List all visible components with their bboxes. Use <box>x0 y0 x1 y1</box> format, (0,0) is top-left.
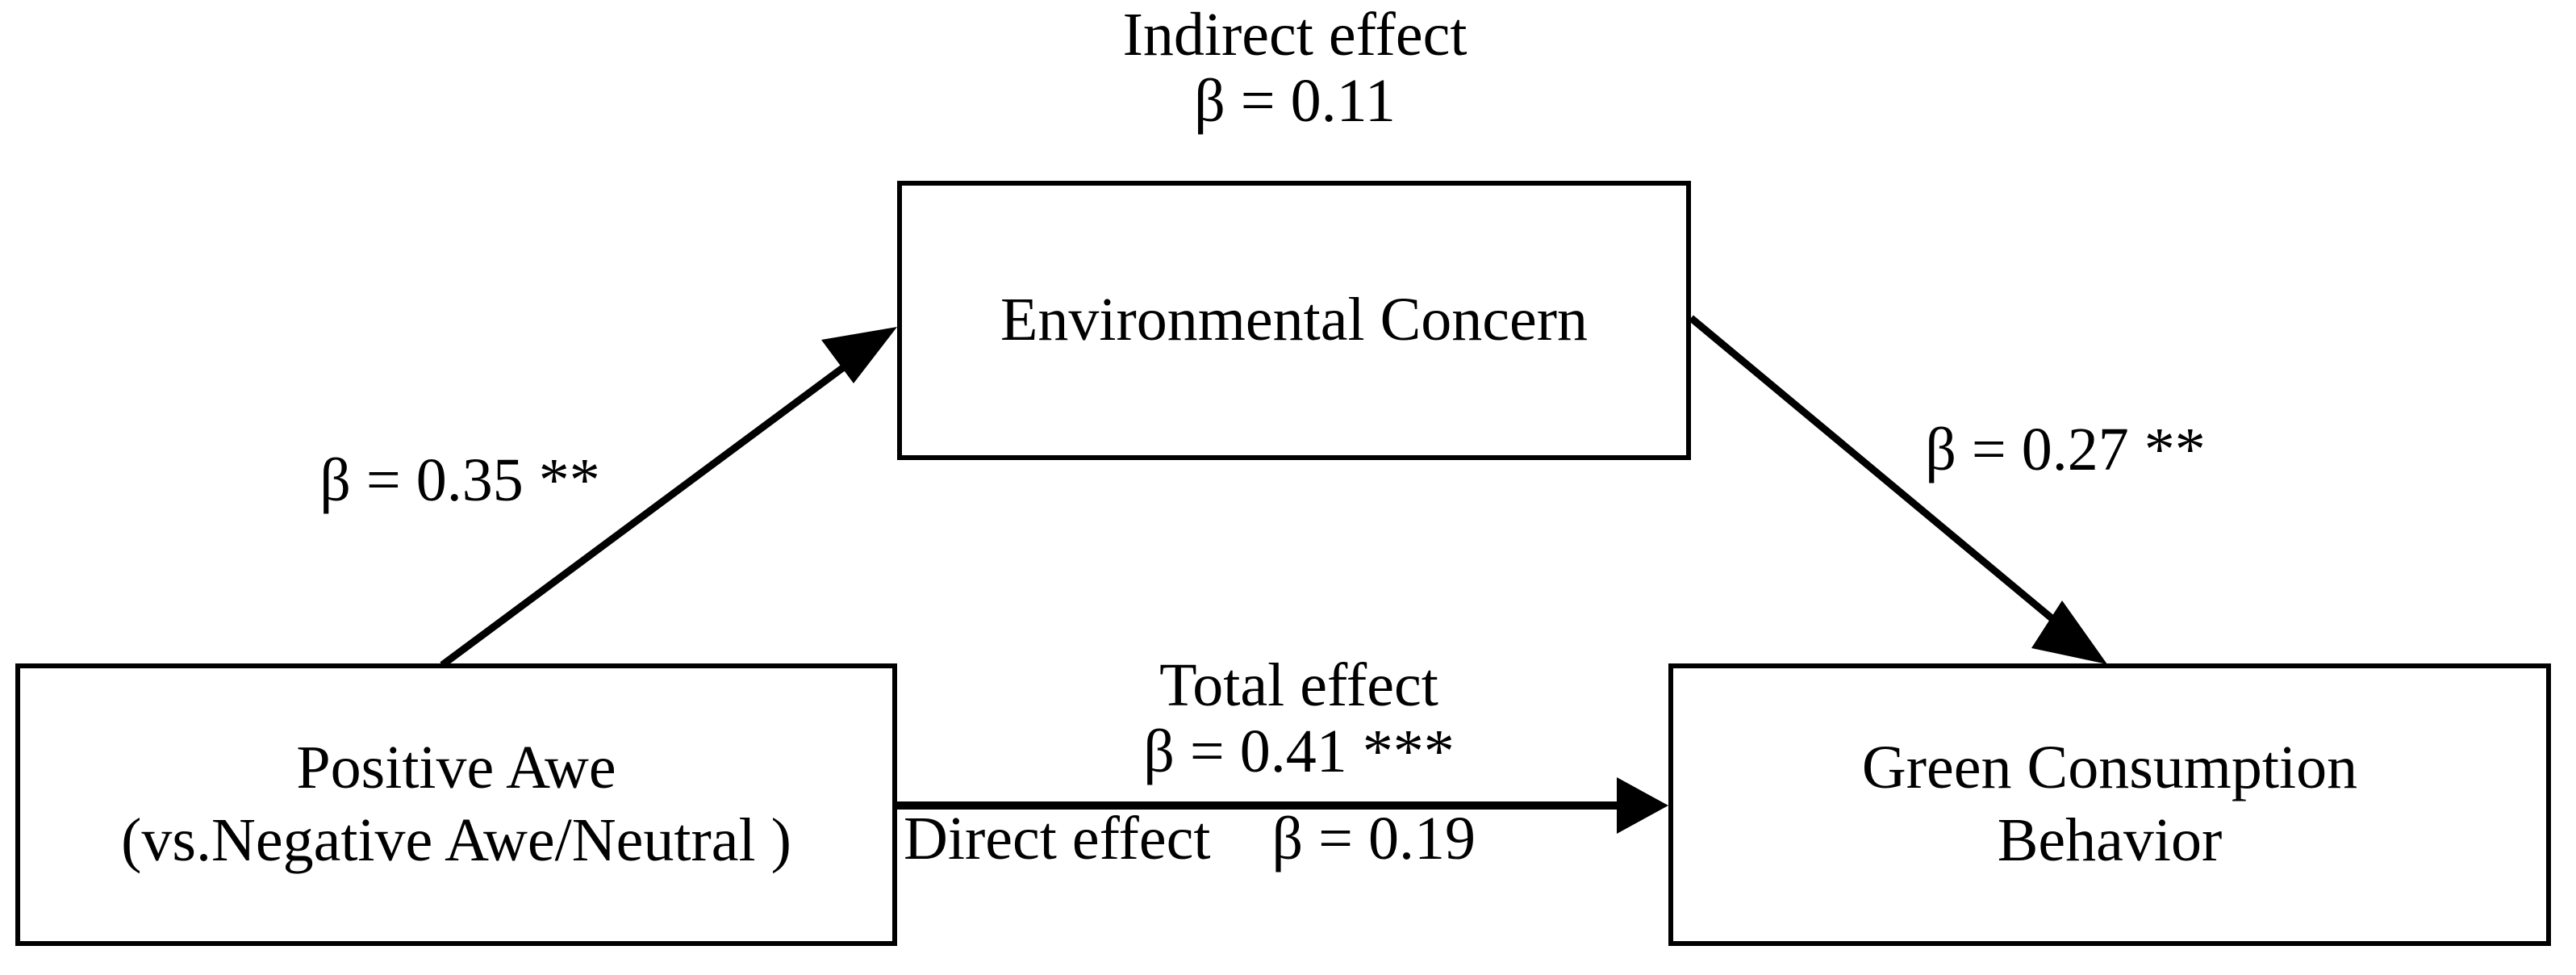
node-green-consumption-behavior: Green Consumption Behavior <box>1668 663 2551 946</box>
b-path-arrow <box>1689 315 2107 664</box>
node-environmental-concern: Environmental Concern <box>897 181 1691 460</box>
a-path-arrow <box>440 327 897 668</box>
node-green-consumption-line-2: Behavior <box>1997 806 2223 874</box>
node-positive-awe-line-1: Positive Awe <box>296 734 616 802</box>
node-green-consumption-line-1: Green Consumption <box>1861 734 2358 802</box>
indirect-effect-title: Indirect effect <box>1122 1 1468 69</box>
node-positive-awe: Positive Awe (vs.Negative Awe/Neutral ) <box>15 663 897 946</box>
node-environmental-concern-line-1: Environmental Concern <box>1000 286 1589 354</box>
a-path-label: β = 0.35 ** <box>319 446 600 514</box>
total-direct-path-arrow <box>897 777 1668 834</box>
direct-effect-label: Direct effect β = 0.19 <box>904 805 1476 872</box>
total-effect-title: Total effect <box>1159 651 1438 719</box>
total-effect-value: β = 0.41 *** <box>1143 718 1455 785</box>
node-positive-awe-line-2: (vs.Negative Awe/Neutral ) <box>121 806 791 874</box>
b-path-label: β = 0.27 ** <box>1925 416 2206 483</box>
indirect-effect-value: β = 0.11 <box>1194 67 1396 135</box>
